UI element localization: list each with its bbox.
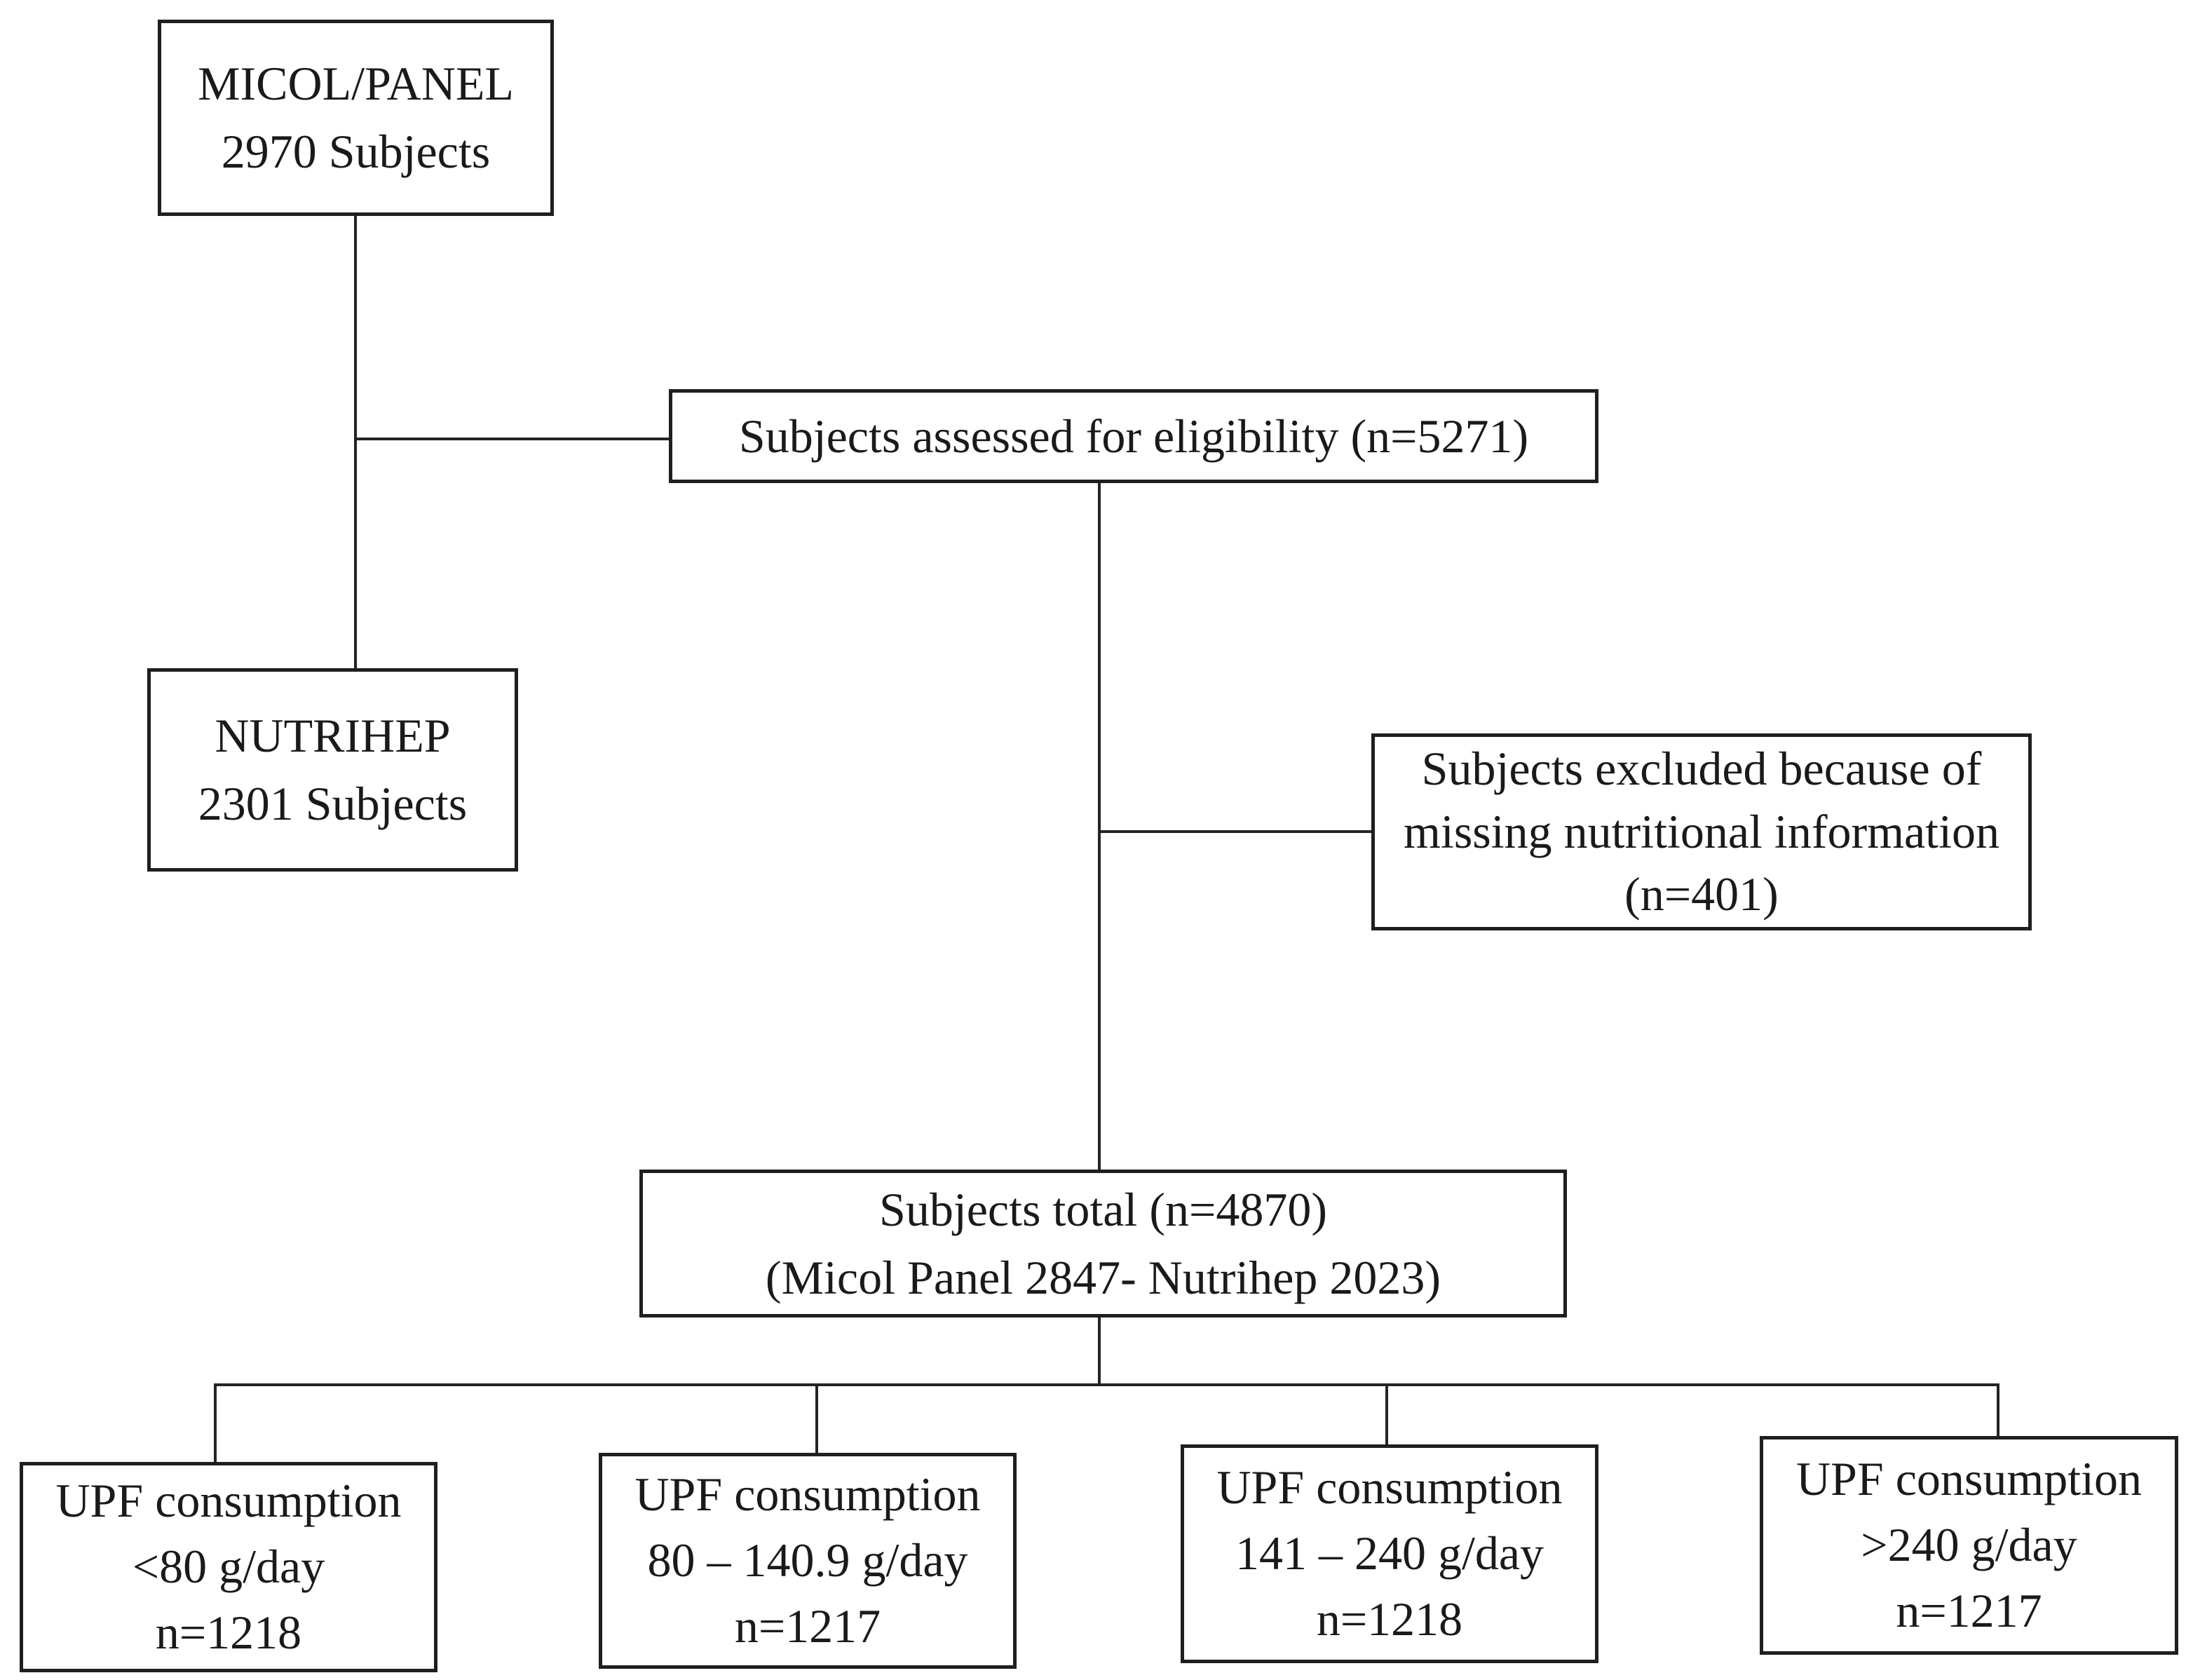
connector-drop-upf1-line: [214, 1383, 217, 1463]
connector-total-to-split-line: [1098, 1317, 1101, 1385]
box-subjects-excluded-line3: (n=401): [1624, 867, 1779, 921]
box-upf4-line1: UPF consumption: [1795, 1452, 2143, 1506]
box-upf4-line3: n=1217: [1896, 1583, 2042, 1637]
box-upf1-line2: <80 g/day: [132, 1540, 325, 1594]
box-upf2-line2: 80 – 140.9 g/day: [647, 1533, 968, 1587]
box-nutrihep: NUTRIHEP 2301 Subjects: [147, 668, 518, 872]
box-upf3-line3: n=1218: [1316, 1592, 1463, 1646]
box-micol-panel-line1: MICOL/PANEL: [198, 57, 514, 111]
box-subjects-excluded-line2: missing nutritional information: [1404, 804, 1999, 858]
box-upf3-line1: UPF consumption: [1216, 1461, 1563, 1515]
box-upf-consumption-80-140: UPF consumption 80 – 140.9 g/day n=1217: [599, 1453, 1017, 1669]
box-micol-panel: MICOL/PANEL 2970 Subjects: [158, 20, 554, 216]
box-subjects-excluded: Subjects excluded because of missing nut…: [1371, 733, 2032, 930]
box-upf3-line2: 141 – 240 g/day: [1235, 1526, 1544, 1580]
box-micol-panel-line2: 2970 Subjects: [221, 125, 491, 178]
box-upf-consumption-over-240: UPF consumption >240 g/day n=1217: [1760, 1436, 2178, 1655]
box-upf4-line2: >240 g/day: [1861, 1518, 2077, 1572]
box-subjects-assessed: Subjects assessed for eligibility (n=527…: [669, 389, 1598, 483]
box-subjects-excluded-line1: Subjects excluded because of: [1421, 741, 1982, 795]
box-subjects-assessed-line1: Subjects assessed for eligibility (n=527…: [738, 409, 1529, 463]
box-upf2-line1: UPF consumption: [634, 1468, 981, 1522]
connector-branch-to-assessed-line: [354, 438, 669, 440]
box-upf2-line3: n=1217: [734, 1599, 881, 1653]
box-nutrihep-line1: NUTRIHEP: [215, 709, 451, 763]
connector-drop-upf4-line: [1997, 1383, 1999, 1437]
box-upf-consumption-141-240: UPF consumption 141 – 240 g/day n=1218: [1181, 1444, 1598, 1663]
connector-split-horizontal-line: [214, 1383, 1999, 1386]
connector-branch-to-excluded-line: [1098, 830, 1371, 833]
connector-drop-upf3-line: [1385, 1383, 1388, 1446]
box-subjects-total: Subjects total (n=4870) (Micol Panel 284…: [639, 1170, 1567, 1317]
connector-assessed-to-total-line: [1098, 483, 1101, 1170]
box-nutrihep-line2: 2301 Subjects: [198, 777, 468, 830]
box-upf1-line1: UPF consumption: [55, 1474, 402, 1528]
box-upf-consumption-under-80: UPF consumption <80 g/day n=1218: [20, 1462, 437, 1672]
box-subjects-total-line1: Subjects total (n=4870): [879, 1182, 1327, 1236]
connector-micol-to-nutrihep-line: [354, 216, 357, 668]
box-upf1-line3: n=1218: [155, 1605, 302, 1659]
connector-drop-upf2-line: [815, 1383, 818, 1454]
box-subjects-total-line2: (Micol Panel 2847- Nutrihep 2023): [765, 1250, 1441, 1304]
